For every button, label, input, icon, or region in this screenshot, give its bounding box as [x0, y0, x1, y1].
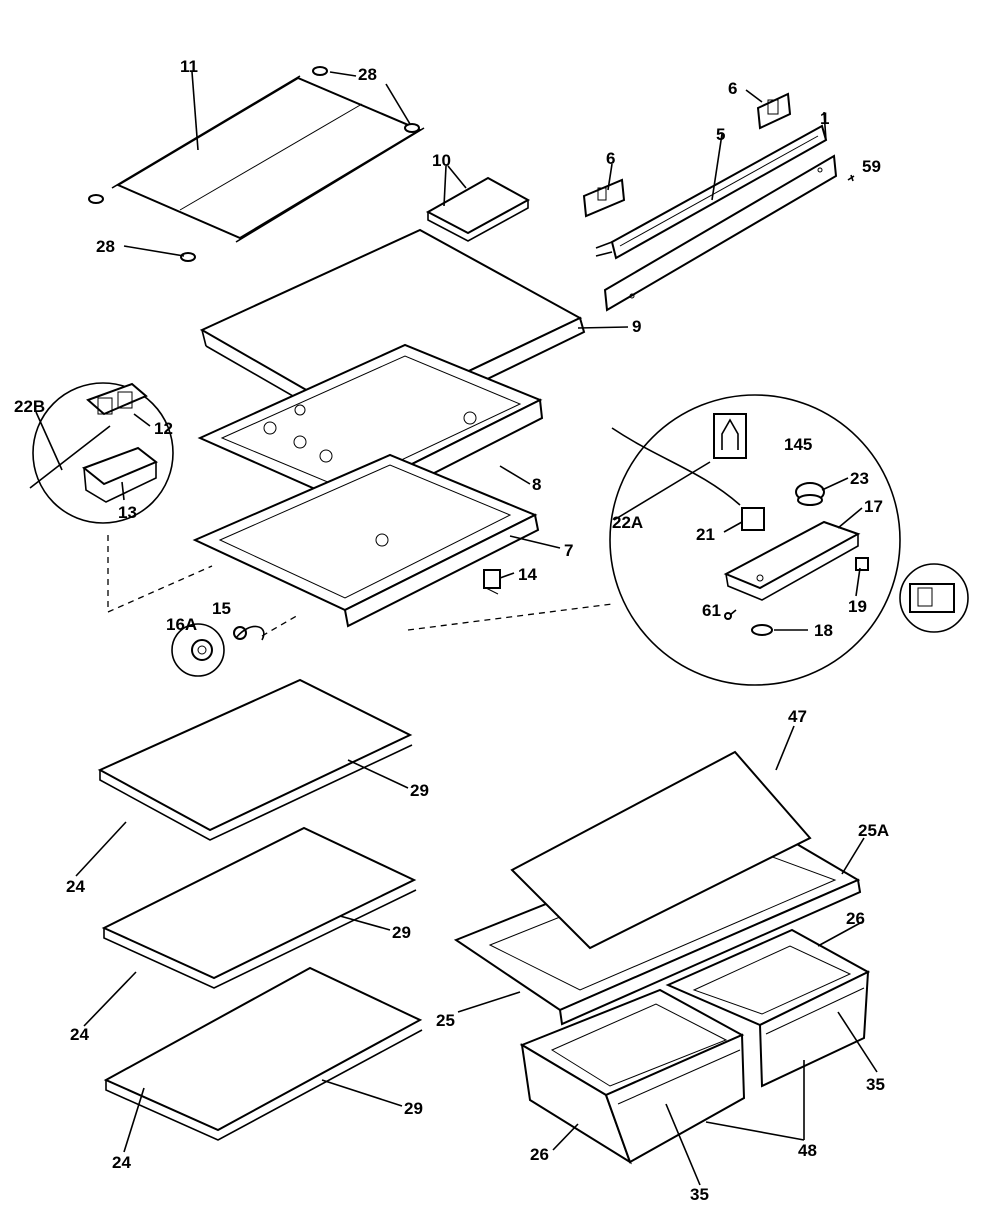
crisper-cover-glass: [510, 750, 812, 950]
leader-lines: [35, 71, 878, 1186]
crisper-drawer-left: [519, 988, 746, 1165]
callout-35a: 35: [866, 1075, 885, 1094]
callout-26a: 26: [846, 909, 865, 928]
callout-12: 12: [154, 419, 173, 438]
callout-24b: 24: [70, 1025, 89, 1044]
callout-61: 61: [702, 601, 721, 620]
callout-5: 5: [716, 125, 725, 144]
callout-14: 14: [518, 565, 537, 584]
callout-22B: 22B: [14, 397, 45, 416]
left-detail-inset: [29, 382, 213, 613]
callout-7: 7: [564, 541, 573, 560]
callout-28b: 28: [96, 237, 115, 256]
callout-47: 47: [788, 707, 807, 726]
top-wire-shelf: [111, 75, 425, 243]
callout-29a: 29: [410, 781, 429, 800]
callout-24a: 24: [66, 877, 85, 896]
callout-22A: 22A: [612, 513, 643, 532]
right-detail-inset: [407, 394, 901, 686]
callout-25A: 25A: [858, 821, 889, 840]
callout-25: 25: [436, 1011, 455, 1030]
callout-17: 17: [864, 497, 883, 516]
callout-24c: 24: [112, 1153, 131, 1172]
switch-detail: [899, 563, 969, 633]
callout-15: 15: [212, 599, 231, 618]
crisper-drawer-right: [665, 928, 871, 1088]
callout-35b: 35: [690, 1185, 709, 1204]
callout-6b: 6: [606, 149, 615, 168]
callout-9: 9: [632, 317, 641, 336]
callout-13: 13: [118, 503, 137, 522]
callout-19: 19: [848, 597, 867, 616]
callout-59: 59: [862, 157, 881, 176]
callout-10: 10: [432, 151, 451, 170]
callout-21: 21: [696, 525, 715, 544]
light-socket-detail: [171, 613, 301, 677]
fresh-food-shelf-3: [103, 966, 423, 1141]
freezer-bottom-pan: [192, 453, 540, 628]
fresh-food-shelf-2: [101, 826, 417, 989]
callout-18: 18: [814, 621, 833, 640]
callout-1: 1: [820, 109, 829, 128]
control-panel-assembly: [582, 92, 855, 312]
callout-23: 23: [850, 469, 869, 488]
callout-26b: 26: [530, 1145, 549, 1164]
callout-8: 8: [532, 475, 541, 494]
callout-145: 145: [784, 435, 812, 454]
damper-part: [483, 569, 501, 595]
egg-tray: [425, 176, 531, 242]
callout-48: 48: [798, 1141, 817, 1160]
callout-labels: 1 6 5 6 59 11 28 28 10 9 22B 12 13 8 7 1…: [14, 57, 889, 1204]
callout-28a: 28: [358, 65, 377, 84]
callout-29b: 29: [392, 923, 411, 942]
callout-11: 11: [180, 57, 198, 76]
shelf-support-pegs: [88, 66, 420, 262]
callout-6: 6: [728, 79, 737, 98]
callout-16A: 16A: [166, 615, 197, 634]
callout-29c: 29: [404, 1099, 423, 1118]
fresh-food-shelf-1: [97, 678, 413, 841]
